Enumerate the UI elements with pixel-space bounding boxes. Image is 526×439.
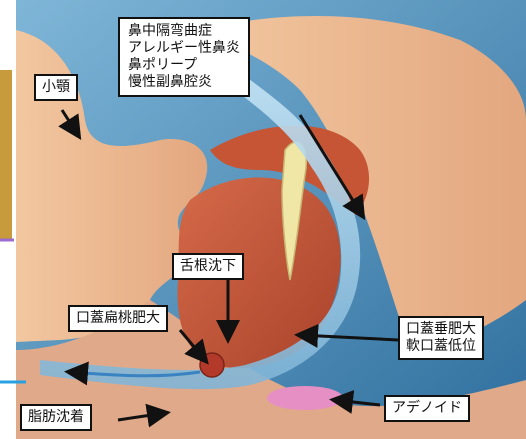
left-inset-image	[0, 70, 12, 240]
adenoid-tissue	[267, 386, 343, 410]
label-nasal-conditions: 鼻中隔弯曲症 アレルギー性鼻炎 鼻ポリープ 慢性副鼻腔炎	[118, 17, 250, 97]
label-tonsil: 口蓋扁桃肥大	[68, 305, 168, 332]
label-nasal-line-3: 鼻ポリープ	[128, 57, 240, 74]
label-tonsil-text: 口蓋扁桃肥大	[76, 310, 160, 326]
label-soft-palate-line-1: 口蓋垂肥大	[406, 321, 476, 338]
label-fat-deposition: 脂肪沈着	[20, 404, 92, 431]
label-adenoid-text: アデノイド	[392, 400, 462, 416]
label-tongue-base: 舌根沈下	[172, 253, 244, 280]
label-fat-text: 脂肪沈着	[28, 409, 84, 425]
label-small-jaw: 小顎	[34, 74, 78, 101]
label-nasal-line-2: アレルギー性鼻炎	[128, 40, 240, 57]
label-soft-palate-line-2: 軟口蓋低位	[406, 338, 476, 355]
label-tongue-base-text: 舌根沈下	[180, 258, 236, 274]
label-nasal-line-4: 慢性副鼻腔炎	[128, 74, 240, 91]
label-adenoid: アデノイド	[384, 395, 470, 422]
label-small-jaw-text: 小顎	[42, 79, 70, 95]
label-nasal-line-1: 鼻中隔弯曲症	[128, 23, 240, 40]
label-soft-palate: 口蓋垂肥大 軟口蓋低位	[398, 316, 484, 360]
